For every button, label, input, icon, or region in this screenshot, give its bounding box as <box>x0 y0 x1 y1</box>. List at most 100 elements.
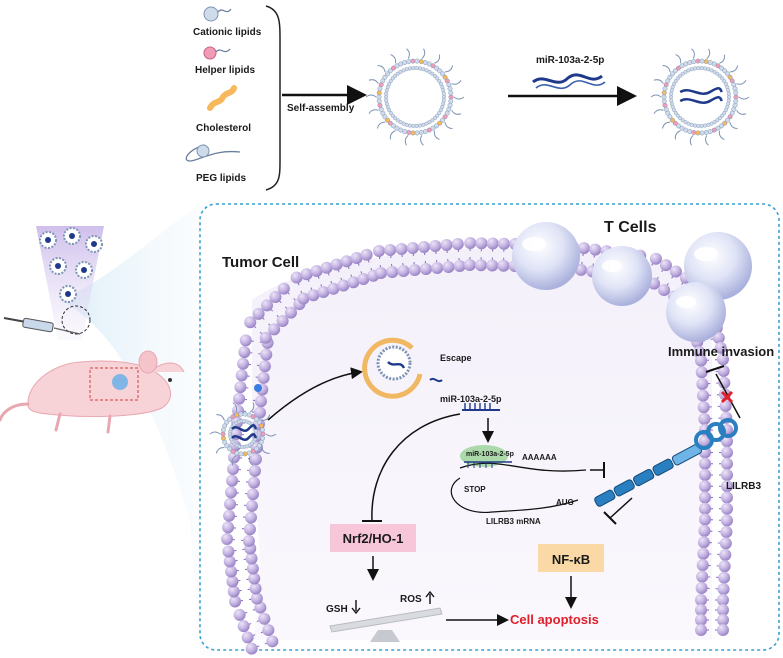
lipid-head <box>448 94 454 100</box>
peg-tail <box>265 433 277 437</box>
lipid-head <box>437 110 442 115</box>
stop-label: STOP <box>464 485 486 494</box>
membrane-lipid <box>649 252 662 265</box>
membrane-lipid <box>699 457 711 470</box>
receptor-extracellular-domain <box>694 418 738 450</box>
mirna-loading-step: miR-103a-2-5p <box>508 55 637 106</box>
lipid-head <box>376 90 382 96</box>
endosome-lnp <box>376 345 412 381</box>
lipid-head <box>414 58 420 64</box>
lipid-head <box>384 117 390 123</box>
peg-tail <box>406 48 410 59</box>
lipid-head <box>430 118 435 123</box>
membrane-lipid <box>244 316 257 329</box>
ros-label: ROS <box>400 594 422 605</box>
membrane-lipid <box>226 575 239 588</box>
membrane-lipid <box>695 366 708 379</box>
mirna-icon <box>462 403 500 411</box>
lipid-head <box>242 451 248 457</box>
membrane-lipid <box>418 241 431 254</box>
helper-lipids-label: Helper lipids <box>195 65 255 76</box>
lipid-head <box>387 120 393 126</box>
membrane-lipid <box>254 395 267 408</box>
peg-tail <box>365 94 377 98</box>
membrane-lipid <box>249 582 262 595</box>
peg-tail <box>689 135 694 146</box>
membrane-lipid <box>238 346 251 359</box>
self-assembly-label: Self-assembly <box>287 103 355 114</box>
loaded-lnp <box>650 48 750 146</box>
membrane-lipid <box>699 502 711 515</box>
peg-tail <box>421 48 426 59</box>
membrane-lipid <box>717 594 729 606</box>
membrane-lipid <box>246 562 259 575</box>
lipid-head <box>376 98 382 104</box>
lipid-head <box>731 82 737 88</box>
cell-apoptosis-label: Cell apoptosis <box>510 612 599 627</box>
membrane-lipid <box>300 268 313 281</box>
lipid-head <box>672 81 677 86</box>
lipid-head <box>446 82 452 88</box>
membrane-lipid <box>697 547 710 560</box>
membrane-lipid <box>721 469 733 481</box>
lipid-head <box>699 130 705 136</box>
membrane-lipid <box>714 341 727 354</box>
lipid-head <box>663 106 669 112</box>
lipid-head <box>220 431 226 437</box>
lipid-head <box>720 113 725 118</box>
membrane-lipid <box>442 260 455 273</box>
nfkb-label: NF-κB <box>552 552 590 567</box>
lipid-head <box>260 431 266 437</box>
membrane-lipid <box>269 291 282 304</box>
lipid-head <box>727 74 733 80</box>
membrane-lipid <box>721 480 733 493</box>
lipid-head <box>715 71 720 76</box>
peg-tail <box>261 414 271 421</box>
cationic-lipid-icon <box>203 6 232 22</box>
lipid-head <box>675 76 680 81</box>
lipid-head <box>430 71 435 76</box>
membrane-lipid <box>712 331 725 344</box>
lipid-head <box>438 108 443 113</box>
membrane-lipid <box>261 299 274 312</box>
lipid-head <box>673 79 678 84</box>
membrane-lipid <box>717 624 729 636</box>
membrane-lipid <box>699 491 711 504</box>
membrane-lipid <box>721 457 733 470</box>
membrane-lipid <box>227 463 240 476</box>
lipid-head <box>717 116 722 121</box>
lipid-head <box>238 451 244 457</box>
peg-tail <box>718 130 725 140</box>
lnp-at-membrane <box>209 402 277 466</box>
lipid-head <box>672 68 678 74</box>
lipid-head <box>722 68 728 74</box>
membrane-lipid <box>406 242 419 255</box>
membrane-lipid <box>297 292 310 305</box>
lipid-head <box>422 129 428 134</box>
membrane-lipid <box>227 585 240 598</box>
membrane-lipid <box>695 604 707 616</box>
membrane-lipid <box>226 474 239 487</box>
membrane-lipid <box>721 502 733 515</box>
lipid-head <box>442 74 448 80</box>
membrane-lipid <box>262 624 275 637</box>
lipid-head <box>382 74 388 80</box>
peg-tail <box>738 96 750 100</box>
lipid-head <box>234 412 240 418</box>
lipid-head <box>673 110 678 115</box>
membrane-lipid <box>719 548 732 561</box>
peg-tail <box>736 79 747 85</box>
endosome <box>362 337 443 399</box>
membrane-lipid <box>669 265 682 278</box>
lipid-head <box>683 120 688 125</box>
lipid-head <box>703 59 709 64</box>
lipid-head <box>230 448 236 454</box>
membrane-lipid <box>284 306 297 319</box>
lipid-head <box>661 90 667 96</box>
membrane-lipid <box>464 237 477 250</box>
injection-illustration <box>0 205 210 655</box>
lipid-head <box>394 125 400 131</box>
membrane-lipid <box>721 446 733 459</box>
lilrb3-mrna-complex <box>450 445 587 513</box>
membrane-lipid <box>451 238 464 251</box>
